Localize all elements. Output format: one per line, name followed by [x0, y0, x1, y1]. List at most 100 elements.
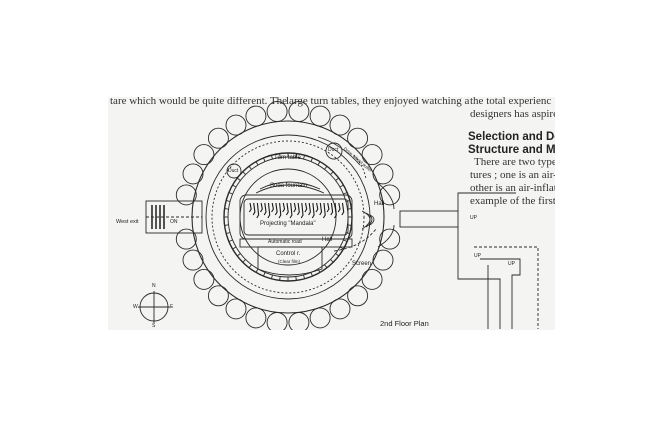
hall-right-stairs: [361, 210, 375, 230]
fringe-stroke: [263, 202, 267, 216]
label-control: Control r.: [276, 251, 301, 257]
balloon: [193, 144, 215, 166]
duct-left-icon: [226, 163, 242, 179]
balloon: [372, 163, 394, 185]
fringe-stroke: [330, 202, 334, 216]
tick: [228, 192, 233, 195]
label-hall-center: Hall: [322, 237, 333, 243]
balloon: [266, 312, 288, 330]
tick: [343, 239, 348, 242]
tick: [310, 157, 313, 162]
fringe-stroke: [341, 202, 345, 216]
fringe-stroke: [326, 202, 330, 213]
east-dashed-outline: [474, 246, 539, 329]
hall-wall-lower: [377, 224, 395, 248]
balloon: [288, 312, 310, 330]
compass-e: E: [170, 304, 174, 310]
east-stair-block: [480, 258, 521, 329]
tick: [317, 268, 321, 273]
balloon: [225, 114, 247, 136]
turn-table-ticks: [224, 153, 352, 281]
fringe-stroke: [293, 202, 297, 213]
top-text-3: the total experienc: [470, 97, 552, 107]
label-up-3: UP: [508, 261, 515, 267]
mandala-inner: [243, 198, 349, 236]
tick: [324, 165, 328, 170]
tick: [343, 192, 348, 195]
tick: [232, 184, 237, 188]
tick: [310, 272, 313, 277]
mandala-fringe: [248, 202, 345, 219]
west-exit-steps: [151, 205, 165, 229]
tick: [236, 177, 241, 181]
scanned-page: tare which would be quite different. The…: [108, 97, 555, 330]
outer-wall: [191, 120, 385, 314]
balloon: [175, 228, 197, 250]
balloon: [329, 298, 351, 320]
tick: [263, 157, 266, 162]
tick: [224, 208, 229, 210]
fringe-stroke: [300, 202, 304, 219]
balloon: [266, 101, 288, 122]
tick: [335, 253, 340, 257]
label-turn-table: Turn table: [274, 155, 301, 161]
fringe-stroke: [260, 202, 263, 213]
tick: [232, 246, 237, 250]
control-room: [257, 246, 323, 276]
fringe-stroke: [311, 202, 315, 219]
balloon-ring: [175, 101, 401, 330]
duct-top-icon: [325, 142, 343, 160]
tick: [303, 155, 306, 160]
balloon: [288, 101, 310, 122]
label-up-1: UP: [470, 215, 477, 221]
top-text-1: tare which would be quite different. The: [110, 97, 288, 107]
label-soda-fountain: Soda fountain: [270, 183, 308, 189]
tick: [242, 259, 246, 263]
duct-top-wall: [317, 136, 361, 166]
compass-w: W: [133, 304, 138, 310]
balloon: [207, 127, 229, 149]
fringe-stroke: [289, 202, 293, 219]
label-on: ON: [170, 219, 178, 225]
balloon: [182, 249, 204, 271]
label-duct-left: Duct: [228, 168, 239, 174]
label-projecting: Projecting "Mandala": [260, 221, 316, 227]
label-screen: Screen: [352, 261, 372, 267]
balloon: [245, 105, 267, 127]
para-line-3: other is an air-inflate: [470, 182, 555, 194]
balloon: [361, 268, 383, 290]
balloon: [182, 163, 204, 185]
dashed-ring: [211, 140, 365, 294]
balloon: [347, 127, 369, 149]
compass-n: N: [152, 283, 156, 289]
tick: [303, 274, 306, 279]
fringe-stroke: [304, 202, 308, 213]
label-automatic-road: Automatic road: [268, 239, 302, 245]
soda-fountain-counter: [255, 184, 325, 194]
screen-curve: [333, 228, 377, 252]
tick: [295, 153, 297, 158]
fringe-stroke: [271, 202, 274, 213]
tick: [255, 268, 259, 273]
para-line-2: tures ; one is an air-su: [470, 169, 555, 181]
section-heading-2: Structure and Ma: [468, 144, 555, 156]
fringe-stroke: [337, 202, 341, 213]
east-corridor-lower: [457, 227, 501, 329]
para-line-4: example of the first ty: [470, 195, 555, 207]
balloon: [245, 307, 267, 329]
tick: [236, 253, 241, 257]
label-west-exit: West exit: [116, 219, 139, 225]
balloon: [347, 285, 369, 307]
tick: [330, 171, 334, 175]
balloon: [207, 285, 229, 307]
tick: [339, 184, 344, 188]
fringe-stroke: [267, 202, 271, 219]
label-clear-film: (Clear film): [278, 259, 300, 264]
tick: [295, 276, 297, 281]
tick: [255, 161, 259, 166]
section-heading-1: Selection and De: [468, 131, 555, 143]
right-text-line1: designers has aspired: [470, 108, 555, 120]
balloon: [175, 184, 197, 206]
tick: [324, 264, 328, 269]
tick: [226, 199, 231, 202]
